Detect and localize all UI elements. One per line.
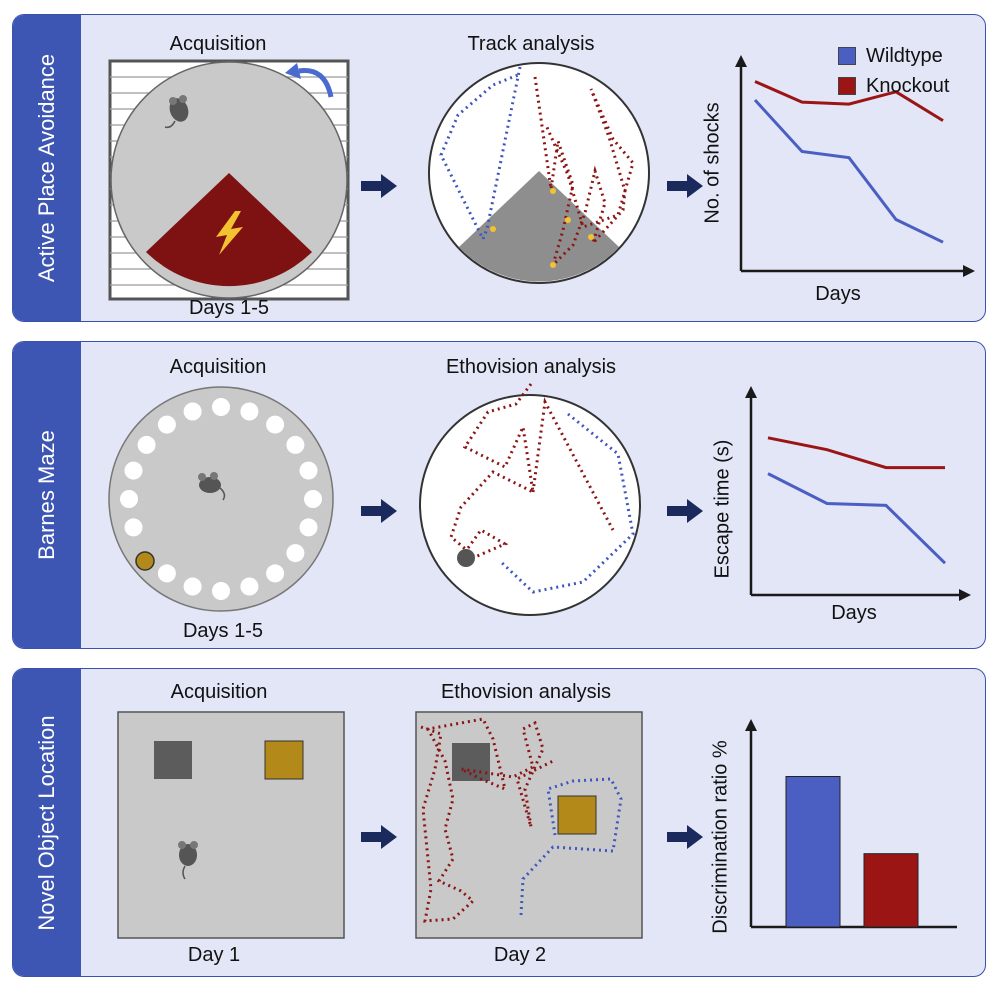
maze-hole: [286, 435, 305, 454]
maze-hole: [304, 490, 322, 508]
maze-hole: [286, 544, 305, 563]
side-bar: Novel Object Location: [13, 669, 81, 976]
side-bar: Active Place Avoidance: [13, 15, 81, 321]
nol-mid-caption: Day 2: [493, 944, 547, 966]
barnes-chart-xlabel: Days: [831, 602, 877, 624]
apa-left-title: Acquisition: [169, 33, 267, 55]
nol-chart-bars: [785, 776, 919, 928]
legend: Wildtype Knockout: [838, 41, 949, 101]
lightning-bolt-icon: [216, 211, 243, 255]
side-bar: Barnes Maze: [13, 342, 81, 648]
maze-hole: [299, 461, 318, 480]
legend-swatch-wildtype: [838, 47, 856, 65]
panel-active-place-avoidance: Active Place Avoidance: [12, 14, 986, 322]
series-line-wildtype: [767, 472, 947, 565]
maze-hole: [266, 564, 285, 583]
object-square-icon: [154, 741, 192, 779]
maze-hole: [212, 398, 230, 416]
maze-hole: [212, 582, 230, 600]
nol-chart-axes: [745, 719, 957, 929]
apa-chart-axes: [735, 55, 975, 277]
maze-hole: [124, 461, 143, 480]
series-line-knockout: [767, 436, 945, 470]
panel-novel-object-location: Novel Object Location Acquisition: [12, 668, 986, 977]
barnes-left-title: Acquisition: [169, 356, 267, 378]
barnes-track-circle: [419, 383, 641, 616]
bar-wildtype: [785, 776, 841, 928]
barnes-left-caption: Days 1-5: [182, 620, 264, 642]
barnes-chart-series: [767, 436, 947, 565]
arrow-right-icon: [667, 499, 703, 523]
maze-hole: [120, 490, 138, 508]
arrow-right-icon: [667, 825, 703, 849]
maze-hole: [124, 518, 143, 537]
apa-mid-title: Track analysis: [467, 33, 595, 55]
object-square-icon: [264, 740, 304, 780]
barnes-chart-ylabel: Escape time (s): [711, 439, 734, 579]
apa-track-circle: [428, 62, 650, 284]
panel-barnes-maze: Barnes Maze Acquisition Days 1-5: [12, 341, 986, 649]
mouse-icon: [178, 841, 198, 880]
nol-mid-title: Ethovision analysis: [440, 681, 612, 703]
arrow-right-icon: [667, 174, 703, 198]
series-line-knockout: [754, 80, 944, 122]
maze-hole: [183, 577, 202, 596]
escape-hole-icon: [135, 551, 155, 571]
barnes-chart-axes: [745, 386, 971, 601]
nol-figure: [117, 711, 957, 939]
apa-figure: [108, 55, 975, 301]
legend-item-wildtype: Wildtype: [838, 41, 949, 71]
apa-chart-series: [753, 80, 944, 244]
mouse-icon: [164, 95, 189, 129]
nol-left-title: Acquisition: [170, 681, 268, 703]
apa-chart-ylabel: No. of shocks: [701, 102, 724, 224]
legend-label-knockout: Knockout: [866, 74, 950, 97]
apa-left-caption: Days 1-5: [188, 297, 270, 319]
maze-hole: [183, 402, 202, 421]
mouse-icon: [198, 472, 226, 501]
maze-hole: [299, 518, 318, 537]
maze-hole: [240, 577, 259, 596]
barnes-figure: [108, 383, 971, 616]
nol-left-caption: Day 1: [187, 944, 241, 966]
barnes-mid-title: Ethovision analysis: [445, 356, 617, 378]
maze-hole: [157, 415, 176, 434]
apa-chart-xlabel: Days: [815, 283, 861, 305]
series-line-wildtype: [753, 98, 944, 244]
legend-swatch-knockout: [838, 77, 856, 95]
maze-hole: [266, 415, 285, 434]
maze-hole: [137, 435, 156, 454]
maze-hole: [240, 402, 259, 421]
nol-chart-ylabel: Discrimination ratio %: [709, 740, 732, 934]
legend-label-wildtype: Wildtype: [866, 44, 943, 67]
bar-knockout: [863, 853, 919, 928]
legend-item-knockout: Knockout: [838, 71, 949, 101]
arrow-right-icon: [361, 174, 397, 198]
rotation-arrow-icon: [298, 68, 334, 98]
arrow-right-icon: [361, 825, 397, 849]
apa-arena: [108, 59, 350, 301]
arrow-right-icon: [361, 499, 397, 523]
barnes-maze-platform: [108, 386, 334, 612]
nol-day1-arena: [117, 711, 345, 939]
nol-day2-arena: [415, 711, 643, 939]
maze-hole: [157, 564, 176, 583]
